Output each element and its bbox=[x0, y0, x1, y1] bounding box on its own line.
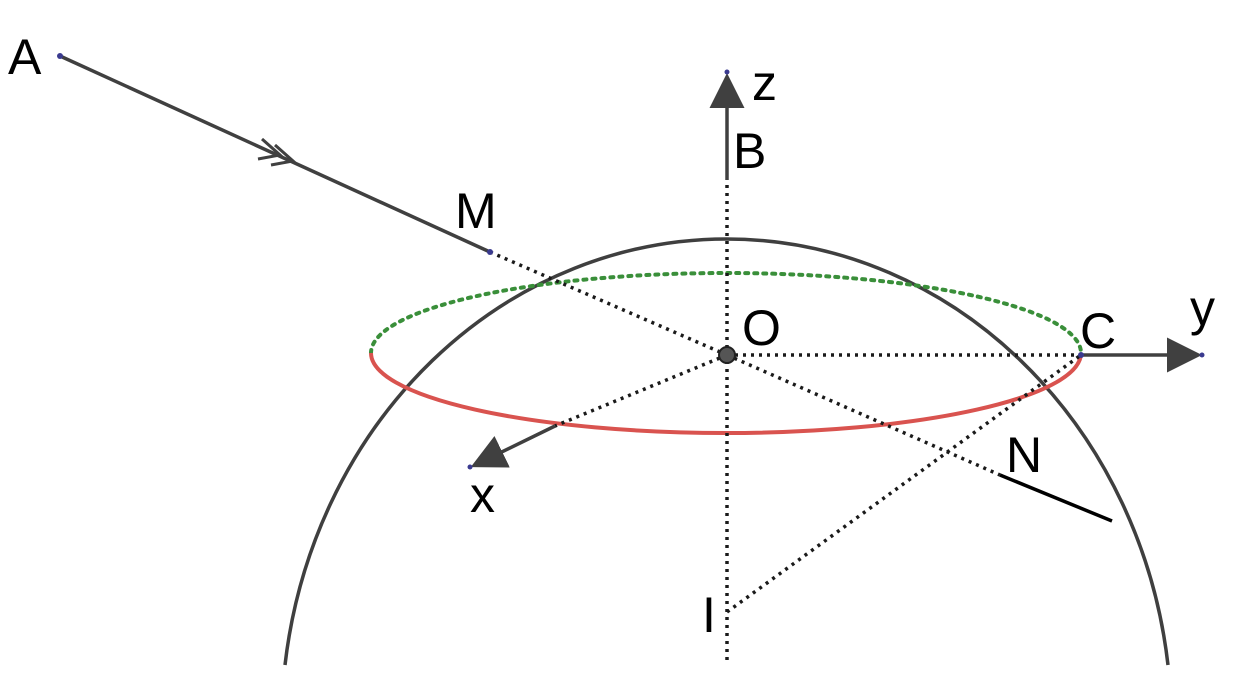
x-axis-dotted bbox=[554, 353, 728, 428]
label-x: x bbox=[470, 467, 495, 523]
ray-direction-marks bbox=[257, 137, 297, 167]
point-m-marker bbox=[487, 249, 493, 255]
label-o: O bbox=[742, 300, 781, 356]
label-a: A bbox=[8, 29, 42, 85]
x-axis-arrow bbox=[470, 424, 556, 468]
point-o-marker bbox=[718, 346, 736, 364]
sphere-outline bbox=[283, 237, 1170, 666]
label-i: I bbox=[702, 587, 716, 643]
label-z: z bbox=[752, 55, 777, 111]
point-c-marker bbox=[1078, 352, 1084, 358]
point-y-tip-marker bbox=[1199, 352, 1205, 358]
point-z-tip-marker bbox=[724, 69, 730, 75]
label-b: B bbox=[733, 123, 766, 179]
segment-o-n bbox=[726, 353, 1001, 477]
segment-m-o bbox=[489, 250, 728, 357]
label-m: M bbox=[455, 183, 497, 239]
label-c: C bbox=[1080, 303, 1116, 359]
label-y: y bbox=[1190, 280, 1215, 336]
point-a-marker bbox=[57, 53, 63, 59]
segment-n-out bbox=[999, 473, 1113, 523]
point-x-tip-marker bbox=[467, 464, 473, 470]
label-n: N bbox=[1006, 427, 1042, 483]
segment-i-c bbox=[725, 353, 1083, 614]
incident-ray bbox=[59, 54, 491, 254]
